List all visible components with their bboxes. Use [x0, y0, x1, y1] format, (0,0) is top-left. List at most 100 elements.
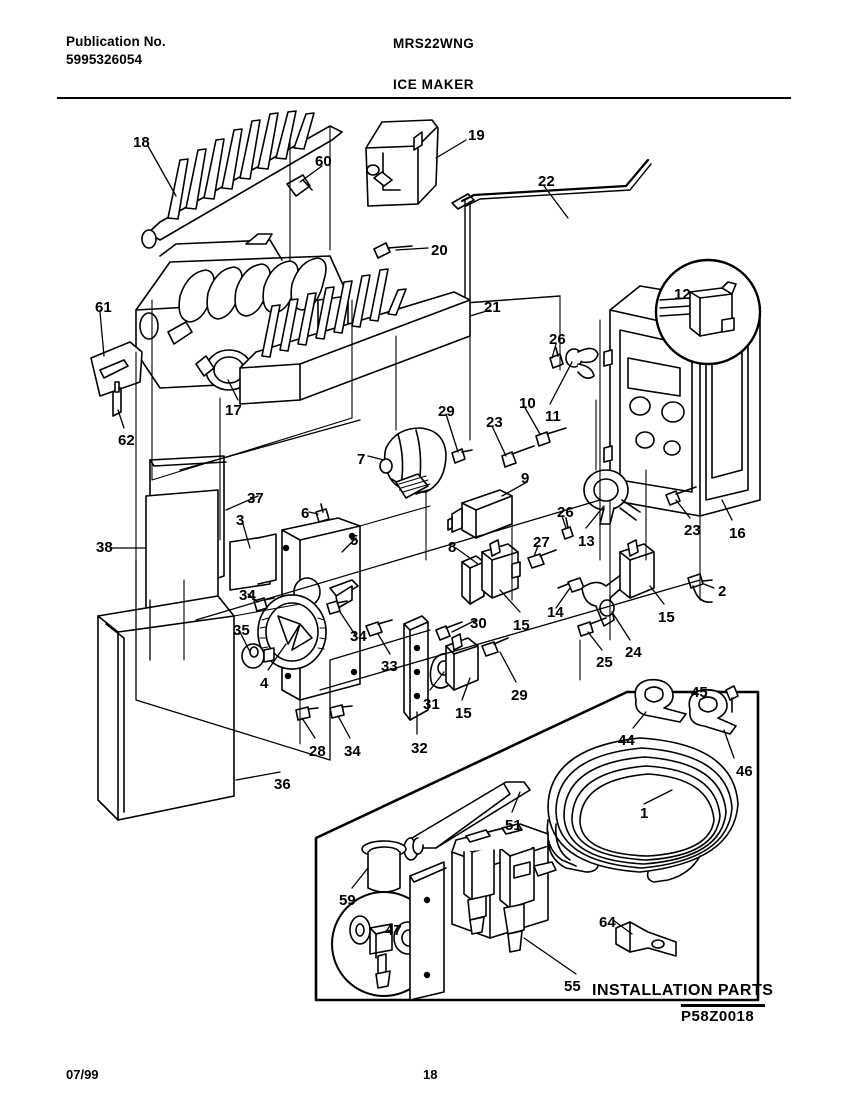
- part-59-grommet: [361, 840, 407, 893]
- part-55-water-valve: [409, 823, 557, 1001]
- footer-page-number: 18: [423, 1067, 438, 1082]
- callout-number-60: 60: [315, 153, 332, 170]
- callout-number-19: 19: [468, 127, 485, 144]
- part-22-water-fill-tube: [451, 158, 652, 304]
- callout-number-30: 30: [470, 615, 487, 632]
- inset-callout-leader-lines: [351, 689, 735, 975]
- callout-number-23: 23: [684, 522, 701, 539]
- callout-number-22: 22: [538, 173, 555, 190]
- callout-number-61: 61: [95, 299, 112, 316]
- part-10-pin: [535, 427, 567, 447]
- part-9-solenoid: [447, 489, 513, 539]
- part-36-ice-container: [97, 595, 235, 821]
- callout-number-36: 36: [274, 776, 291, 793]
- part-1-water-tubing-coil: [546, 737, 739, 883]
- callout-number-3: 3: [236, 512, 245, 529]
- callout-number-55: 55: [564, 978, 581, 995]
- part-26-screw-lower: [561, 517, 574, 540]
- callout-number-64: 64: [599, 914, 616, 931]
- callout-number-15: 15: [658, 609, 675, 626]
- callout-number-59: 59: [339, 892, 356, 909]
- part-15-switch-c: [619, 539, 655, 599]
- part-62-screw: [112, 381, 122, 417]
- publication-number: 5995326054: [66, 52, 143, 68]
- model-number: MRS22WNG: [393, 36, 475, 51]
- part-51-fill-tube: [403, 781, 531, 861]
- callout-number-37: 37: [247, 490, 264, 507]
- part-21-ice-stripper: [239, 268, 471, 405]
- callout-number-34: 34: [239, 587, 256, 604]
- callout-number-38: 38: [96, 539, 113, 556]
- callout-number-18: 18: [133, 134, 150, 151]
- part-15-switch-b: [445, 633, 479, 691]
- callout-number-46: 46: [736, 763, 753, 780]
- part-27-screw: [527, 549, 557, 569]
- callout-number-29: 29: [511, 687, 528, 704]
- callout-number-31: 31: [423, 696, 440, 713]
- callout-number-26: 26: [549, 331, 566, 348]
- callout-number-21: 21: [484, 299, 501, 316]
- callout-number-27: 27: [533, 534, 550, 551]
- part-29-screw-b: [481, 637, 509, 657]
- callout-number-10: 10: [519, 395, 536, 412]
- part-34-screw-b: [326, 600, 348, 615]
- callout-number-5: 5: [350, 532, 359, 549]
- callout-number-4: 4: [260, 675, 269, 692]
- part-34-screw-c: [329, 704, 353, 719]
- callout-number-2: 2: [718, 583, 727, 600]
- part-11-spring-clip: [565, 347, 599, 380]
- callout-number-25: 25: [596, 654, 613, 671]
- callout-number-47: 47: [385, 922, 402, 939]
- callout-number-45: 45: [691, 684, 708, 701]
- callout-number-20: 20: [431, 242, 448, 259]
- part-60-screw: [286, 174, 313, 197]
- figure-code: P58Z0018: [681, 1008, 755, 1025]
- part-29-screw-a: [451, 448, 473, 464]
- callout-number-1: 1: [640, 805, 649, 822]
- callout-number-44: 44: [618, 732, 635, 749]
- part-15-switch-a: [481, 539, 521, 599]
- callout-number-15: 15: [455, 705, 472, 722]
- part-23-screw-a: [501, 445, 535, 468]
- callout-number-9: 9: [521, 470, 530, 487]
- part-3-gasket-plate: [229, 533, 277, 591]
- part-28-screw: [295, 706, 319, 721]
- callout-number-12: 12: [674, 286, 691, 303]
- part-8-switch-bracket: [461, 555, 485, 605]
- part-33-screw: [365, 619, 393, 637]
- part-18-ejector-rake: [141, 110, 343, 249]
- assembly-plane-outline: [135, 419, 701, 761]
- part-30-screw: [435, 621, 463, 641]
- part-46-tube-clamp: [688, 688, 737, 735]
- callout-number-13: 13: [578, 533, 595, 550]
- callout-number-28: 28: [309, 743, 326, 760]
- part-45-screw: [725, 685, 739, 713]
- part-32-bracket: [403, 615, 429, 721]
- callout-number-17: 17: [225, 402, 242, 419]
- callout-number-32: 32: [411, 740, 428, 757]
- part-13-cam-gear: [583, 469, 641, 525]
- part-25-screw: [577, 617, 607, 637]
- callout-number-11: 11: [545, 408, 561, 425]
- callout-leader-lines: [99, 139, 733, 781]
- callout-number-29: 29: [438, 403, 455, 420]
- part-16-control-module: [603, 285, 761, 517]
- header-divider: [57, 97, 791, 99]
- callout-number-51: 51: [505, 817, 522, 834]
- callout-number-24: 24: [625, 644, 642, 661]
- part-35-bushing: [241, 643, 275, 669]
- callout-number-33: 33: [381, 658, 398, 675]
- publication-block: Publication No. 5995326054: [66, 33, 166, 69]
- part-14-pin: [557, 577, 585, 593]
- part-64-mounting-clip: [615, 921, 677, 957]
- part-4-drive-gear: [257, 594, 327, 670]
- exploded-projection-lines: [135, 125, 701, 745]
- page-title: ICE MAKER: [393, 77, 475, 92]
- part-44-tube-clamp: [634, 678, 687, 723]
- callout-number-34: 34: [350, 628, 367, 645]
- footer-date: 07/99: [66, 1067, 99, 1082]
- part-12-detail-circle: [654, 258, 762, 366]
- callout-number-6: 6: [301, 505, 310, 522]
